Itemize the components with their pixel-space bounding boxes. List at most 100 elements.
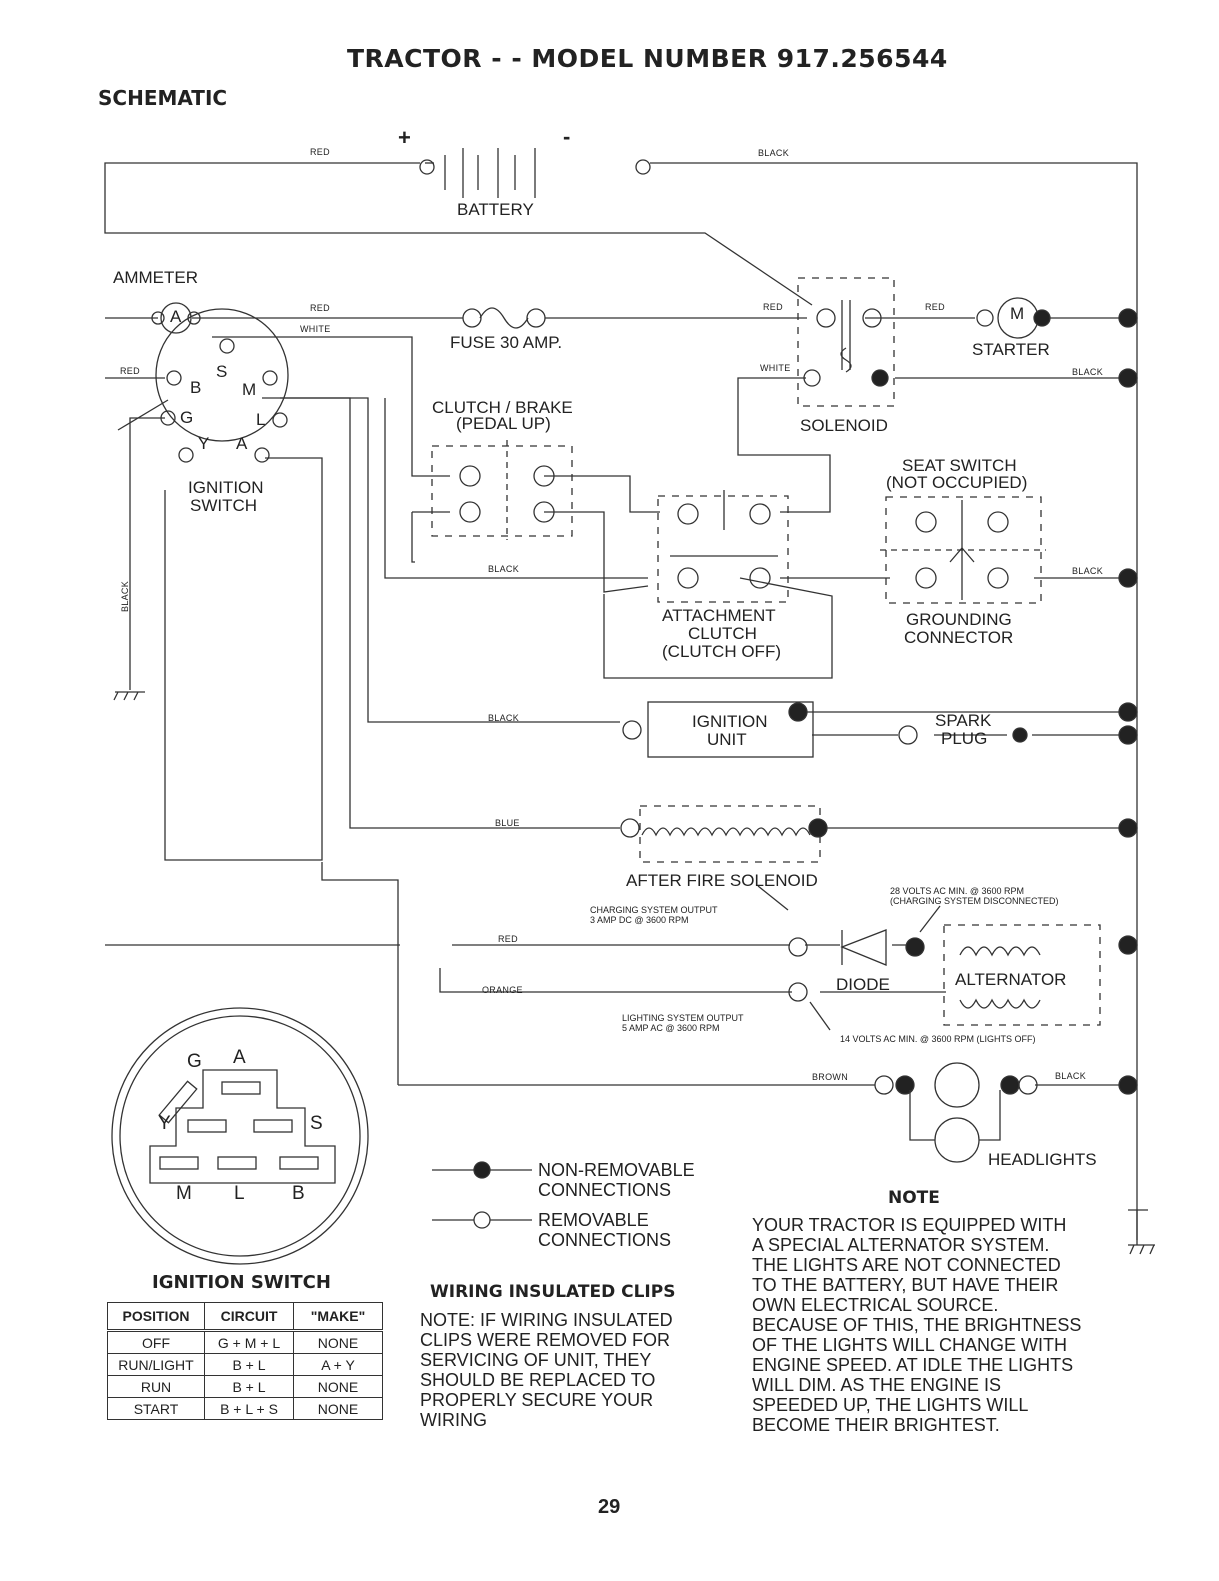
table-cell: A + Y: [293, 1353, 383, 1376]
page-title: TRACTOR - - MODEL NUMBER 917.256544: [347, 44, 948, 73]
solenoid-symbol: [797, 277, 895, 407]
terminal-a: A: [236, 434, 248, 453]
note-line: A SPECIAL ALTERNATOR SYSTEM.: [752, 1235, 1050, 1255]
clips-title: WIRING INSULATED CLIPS: [430, 1282, 676, 1302]
clips-text: NOTE: IF WIRING INSULATED CLIPS WERE REM…: [420, 1310, 673, 1430]
table-cell: B + L: [204, 1353, 294, 1376]
ignition-switch-symbol: [155, 308, 289, 463]
ignition-unit-label-1: IGNITION: [692, 712, 768, 731]
terminal-s: S: [216, 362, 228, 381]
clutch-brake-switch: [431, 440, 573, 540]
ignition-switch-label-1: IGNITION: [188, 478, 264, 497]
headlights-symbol: [874, 1062, 1038, 1163]
wiring-lines: [104, 162, 1148, 1245]
note-line: THE LIGHTS ARE NOT CONNECTED: [752, 1255, 1061, 1275]
ignition-table-title: IGNITION SWITCH: [152, 1272, 331, 1293]
ammeter-symbol-label: A: [170, 307, 182, 326]
table-cell: START: [107, 1397, 205, 1420]
wire-blue: BLUE: [495, 818, 520, 828]
alternator-label: ALTERNATOR: [955, 970, 1067, 989]
table-cell: B + L: [204, 1375, 294, 1398]
ignition-unit-box: [622, 701, 1028, 758]
face-m: M: [176, 1183, 192, 1204]
wire-black-mid: BLACK: [488, 564, 520, 574]
table-row: OFF G + M + L NONE: [107, 1330, 383, 1354]
wire-white-ammeter: WHITE: [300, 324, 331, 334]
table-cell: OFF: [107, 1330, 205, 1354]
volts14-note: 14 VOLTS AC MIN. @ 3600 RPM (LIGHTS OFF): [840, 1034, 1036, 1044]
lighting-note-2: 5 AMP AC @ 3600 RPM: [622, 1023, 720, 1033]
battery-minus: -: [563, 124, 571, 149]
spark-plug-label-2: PLUG: [941, 729, 988, 748]
ignition-unit-label-2: UNIT: [707, 730, 747, 749]
grounding-label-1: GROUNDING: [906, 610, 1012, 629]
face-s: S: [310, 1113, 323, 1134]
face-y: Y: [158, 1113, 171, 1134]
clips-line: PROPERLY SECURE YOUR: [420, 1390, 654, 1410]
page-number: 29: [598, 1496, 621, 1518]
table-cell: RUN/LIGHT: [107, 1353, 205, 1376]
table-header-row: POSITION CIRCUIT "MAKE": [107, 1302, 383, 1332]
note-text: YOUR TRACTOR IS EQUIPPED WITH A SPECIAL …: [752, 1215, 1081, 1435]
legend-removable-2: CONNECTIONS: [538, 1230, 672, 1250]
wire-orange: ORANGE: [482, 985, 523, 995]
terminal-b: B: [190, 378, 202, 397]
clips-line: SHOULD BE REPLACED TO: [420, 1370, 656, 1390]
table-cell: NONE: [293, 1397, 383, 1420]
table-cell: RUN: [107, 1375, 205, 1398]
wire-red-ammeter: RED: [310, 303, 330, 313]
face-g: G: [187, 1051, 202, 1072]
after-fire-label: AFTER FIRE SOLENOID: [626, 871, 818, 890]
diode-label: DIODE: [836, 975, 890, 994]
volts28-note-1: 28 VOLTS AC MIN. @ 3600 RPM: [890, 886, 1025, 896]
wire-white-solenoid: WHITE: [760, 363, 791, 373]
wire-red-starter: RED: [925, 302, 945, 312]
terminal-m: M: [242, 380, 257, 399]
wire-black-seat: BLACK: [1072, 566, 1104, 576]
clips-line: NOTE: IF WIRING INSULATED: [420, 1310, 673, 1330]
ignition-switch-face: [111, 1007, 369, 1265]
charging-note-2: 3 AMP DC @ 3600 RPM: [590, 915, 689, 925]
note-line: BECAUSE OF THIS, THE BRIGHTNESS: [752, 1315, 1082, 1335]
battery-symbol: [419, 148, 651, 198]
terminal-l: L: [256, 410, 266, 429]
attachment-label-3: (CLUTCH OFF): [662, 642, 781, 661]
attachment-clutch-switch: [657, 490, 789, 603]
legend-symbols: [432, 1161, 532, 1229]
wire-black-headlights: BLACK: [1055, 1071, 1087, 1081]
terminal-y: Y: [198, 434, 210, 453]
table-header-make: "MAKE": [293, 1302, 383, 1332]
face-b: B: [292, 1183, 305, 1204]
legend-nonremovable-2: CONNECTIONS: [538, 1180, 672, 1200]
clips-line: WIRING: [420, 1410, 487, 1430]
note-title: NOTE: [888, 1188, 940, 1208]
note-line: WILL DIM. AS THE ENGINE IS: [752, 1375, 1002, 1395]
clutch-brake-label-1: CLUTCH / BRAKE: [432, 398, 573, 417]
table-header-position: POSITION: [107, 1302, 205, 1332]
seat-switch-label-1: SEAT SWITCH: [902, 456, 1017, 475]
headlights-label: HEADLIGHTS: [988, 1150, 1097, 1169]
battery-label: BATTERY: [457, 200, 534, 219]
fuse-label: FUSE 30 AMP.: [450, 333, 563, 352]
wire-red-charge: RED: [498, 934, 518, 944]
clips-line: SERVICING OF UNIT, THEY: [420, 1350, 652, 1370]
wire-black-starter: BLACK: [1072, 367, 1104, 377]
wire-red-solenoid: RED: [763, 302, 783, 312]
terminal-g: G: [180, 408, 194, 427]
face-l: L: [234, 1183, 245, 1204]
grounding-label-2: CONNECTOR: [904, 628, 1014, 647]
lighting-note-1: LIGHTING SYSTEM OUTPUT: [622, 1013, 744, 1023]
table-cell: B + L + S: [204, 1397, 294, 1420]
clutch-brake-label-2: (PEDAL UP): [456, 414, 551, 433]
wire-black-ignition: BLACK: [488, 713, 520, 723]
note-line: OF THE LIGHTS WILL CHANGE WITH: [752, 1335, 1068, 1355]
volts28-note-2: (CHARGING SYSTEM DISCONNECTED): [890, 896, 1059, 906]
ignition-switch-label-2: SWITCH: [190, 496, 258, 515]
battery-plus: +: [398, 125, 411, 150]
table-row: RUN B + L NONE: [107, 1375, 383, 1398]
diode-alternator: [757, 885, 1101, 1031]
charging-note-1: CHARGING SYSTEM OUTPUT: [590, 905, 718, 915]
section-title: SCHEMATIC: [98, 86, 228, 110]
ignition-table: POSITION CIRCUIT "MAKE" OFF G + M + L NO…: [107, 1302, 383, 1420]
